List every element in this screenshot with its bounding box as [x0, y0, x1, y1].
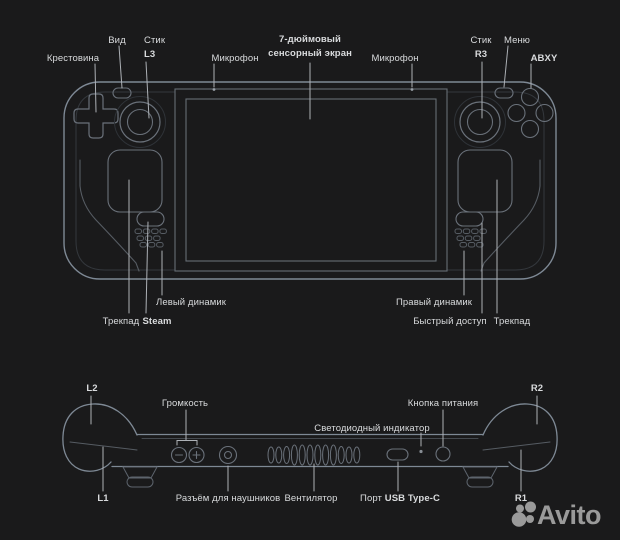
right-stick-top [466, 108, 494, 136]
right-stick-ring [459, 101, 501, 143]
right-speaker-grille [454, 228, 487, 248]
led-indicator-dot [419, 449, 423, 454]
volume-plus-button [188, 446, 205, 464]
usb-c-port-shape [386, 448, 409, 461]
volume-minus-button [170, 446, 188, 464]
touchscreen [185, 98, 437, 262]
label-view-button: Вид [108, 35, 126, 46]
label-touchscreen-line1: 7-дюймовый [279, 34, 341, 45]
view-button-shape [112, 87, 132, 99]
label-left-stick: Стик L3 [144, 34, 165, 62]
label-right-stick: Стик R3 [470, 34, 491, 62]
left-stick-top [126, 108, 154, 136]
side-view [62, 395, 558, 492]
left-speaker-grille [134, 228, 167, 248]
microphone-left-dot [212, 88, 216, 91]
label-quick-access: Быстрый доступ [413, 316, 487, 327]
avito-logo-icon [511, 501, 536, 527]
right-stick-base [454, 96, 506, 148]
steam-button-shape [136, 211, 165, 227]
label-right-stick-line2: R3 [474, 49, 488, 60]
left-grip-contour [79, 159, 140, 272]
label-trackpad-right: Трекпад [493, 316, 531, 327]
left-trackpad-shape [107, 149, 163, 213]
label-usb-port: Порт USB Type-C [360, 492, 440, 506]
label-touchscreen: 7-дюймовый сенсорный экран [268, 33, 352, 61]
r2-trigger-split-line [482, 441, 551, 451]
power-button-shape [435, 446, 451, 462]
fan-vents [267, 444, 361, 466]
quick-access-button-shape [455, 211, 484, 227]
label-power-button: Кнопка питания [407, 398, 479, 409]
label-trackpad-left: Трекпад [102, 316, 140, 327]
label-left-stick-line2: L3 [144, 49, 156, 60]
label-volume: Громкость [161, 398, 209, 409]
label-left-stick-line1: Стик [144, 35, 166, 46]
left-foot [122, 466, 158, 488]
headphone-jack-shape [218, 445, 238, 465]
label-right-stick-line1: Стик [470, 35, 492, 46]
label-r1: R1 [514, 493, 528, 504]
avito-watermark-text: Avito [537, 500, 602, 530]
l2-trigger-shape [62, 403, 138, 472]
label-usb-port-name: USB Type-C [384, 493, 440, 504]
label-abxy: ABXY [530, 53, 558, 64]
right-foot [462, 466, 498, 488]
left-stick-base [114, 96, 166, 148]
label-mic-left: Микрофон [211, 53, 259, 64]
label-speaker-right: Правый динамик [396, 297, 472, 308]
label-touchscreen-line2: сенсорный экран [268, 48, 352, 59]
label-r2: R2 [530, 383, 544, 394]
r2-trigger-shape [482, 403, 558, 472]
menu-button-shape [494, 87, 514, 99]
label-steam-button: Steam [142, 316, 172, 327]
front-view-callout-lines [94, 45, 532, 314]
label-led-indicator: Светодиодный индикатор [314, 423, 430, 434]
label-menu-button: Меню [503, 35, 531, 46]
abxy-buttons-shape [507, 87, 554, 139]
left-stick-ring [119, 101, 161, 143]
screen-bezel [174, 88, 448, 272]
label-l2: L2 [86, 383, 98, 394]
side-view-callout-lines [90, 395, 538, 492]
body-inner-rail-right [446, 91, 545, 271]
label-headphone-jack: Разъём для наушников [175, 493, 281, 504]
right-grip-contour [480, 159, 541, 272]
label-mic-right: Микрофон [371, 53, 419, 64]
label-usb-port-prefix: Порт [360, 493, 382, 504]
label-fan: Вентилятор [284, 493, 338, 504]
microphone-right-dot [410, 88, 414, 91]
label-speaker-left: Левый динамик [155, 297, 227, 308]
label-l1: L1 [97, 493, 109, 504]
front-view [63, 45, 557, 314]
label-dpad: Крестовина [46, 53, 100, 64]
dpad-shape [73, 93, 119, 139]
l2-trigger-split-line [69, 441, 138, 451]
right-trackpad-shape [457, 149, 513, 213]
